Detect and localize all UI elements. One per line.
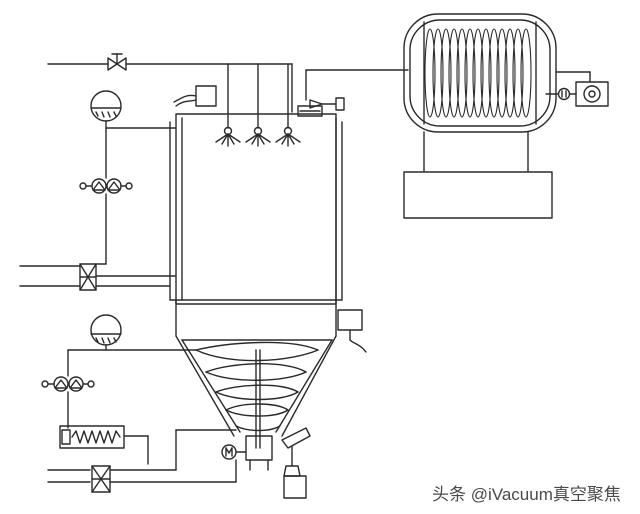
pump-pair-1-icon bbox=[79, 178, 133, 194]
heat-exchanger-1-icon bbox=[79, 263, 97, 291]
vacuum-pump-icon bbox=[545, 81, 609, 107]
conical-bottom bbox=[169, 299, 343, 437]
electric-heater-icon bbox=[59, 425, 125, 449]
vapor-line bbox=[305, 69, 409, 101]
heat-exchanger-2-icon bbox=[91, 465, 111, 493]
left-upper-piping bbox=[19, 127, 177, 287]
feed-tank-1-icon bbox=[90, 90, 122, 129]
top-feed-line bbox=[47, 63, 293, 129]
feed-tank-2-icon bbox=[90, 314, 122, 351]
vacuum-line bbox=[555, 71, 591, 83]
condenser-coil bbox=[424, 28, 532, 118]
discharge-collector bbox=[245, 427, 311, 499]
condenser-coil-tank bbox=[403, 13, 557, 133]
left-lower-piping bbox=[47, 349, 237, 483]
spray-nozzle-icon bbox=[275, 126, 301, 147]
agitator-motor-icon bbox=[221, 444, 247, 460]
spray-nozzle-icon bbox=[215, 126, 241, 147]
spray-nozzle-icon bbox=[245, 126, 271, 147]
pump-pair-2-icon bbox=[41, 376, 95, 392]
side-sensor-icon bbox=[337, 309, 367, 353]
top-sensor-icon bbox=[173, 85, 217, 107]
vapor-outlet-fitting-icon bbox=[297, 97, 345, 117]
inlet-valve-icon bbox=[107, 53, 127, 71]
drying-chamber bbox=[169, 113, 343, 305]
condenser-base bbox=[403, 171, 553, 219]
watermark: 头条 @iVacuum真空聚焦 bbox=[432, 485, 621, 504]
agitator-blades bbox=[195, 341, 319, 432]
condenser-support-lines bbox=[423, 131, 529, 173]
